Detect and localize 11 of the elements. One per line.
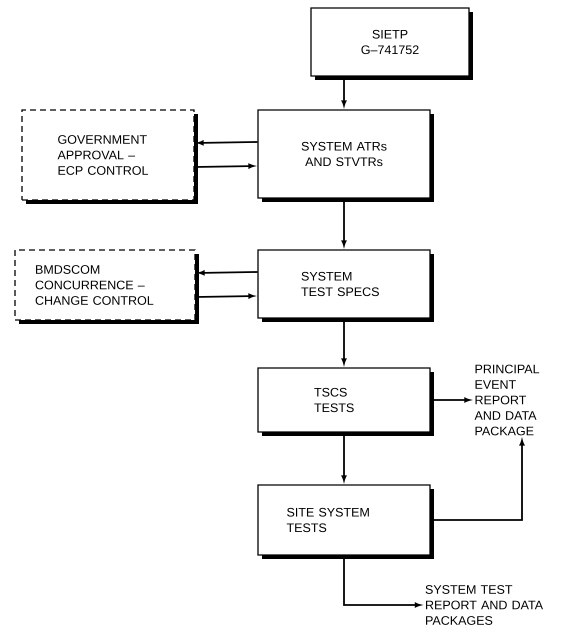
arrow: [198, 140, 258, 146]
output-label: SYSTEM TEST REPORT AND DATA PACKAGES: [426, 585, 544, 625]
process-box: SITE SYSTEM TESTS: [257, 484, 434, 559]
arrow: [198, 270, 258, 276]
dashed-box: BMDSCOM CONCURRENCE –CHANGE CONTROL: [14, 249, 199, 324]
process-box: SYSTEM TEST SPECS: [257, 249, 434, 322]
dashed-box: GOVERNMENT APPROVAL –ECP CONTROL: [21, 109, 198, 204]
process-box: SIETP G–741752: [310, 7, 473, 80]
output-label: PRINCIPAL EVENT REPORT AND DATA PACKAGE: [474, 364, 540, 436]
process-box: TSCS TESTS: [257, 367, 434, 436]
process-box: SYSTEM ATRs AND STVTRs: [257, 109, 434, 202]
